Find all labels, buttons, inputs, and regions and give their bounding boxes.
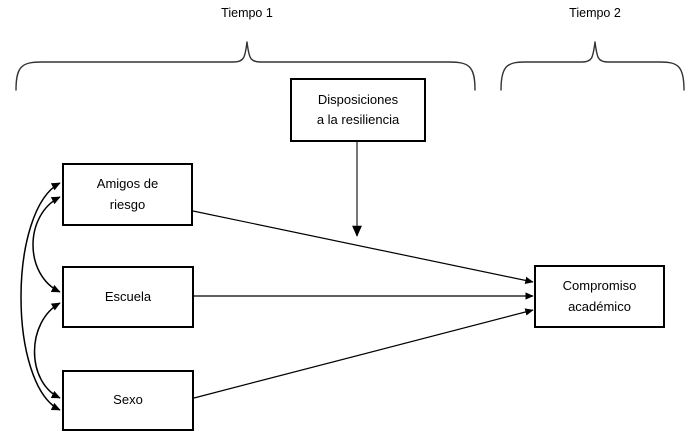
edge-escuela-sexo-covariance <box>33 302 61 399</box>
brace-tiempo-2 <box>500 41 685 91</box>
edge-amigos-sexo-covariance <box>20 182 61 411</box>
brace-tiempo-1 <box>15 41 476 91</box>
node-amigos-de-riesgo[interactable]: Amigos de riesgo <box>62 163 193 226</box>
node-disposiciones[interactable]: Disposiciones a la resiliencia <box>290 78 426 142</box>
node-disposiciones-label: Disposiciones a la resiliencia <box>316 91 400 127</box>
node-compromiso-academico[interactable]: Compromiso académico <box>534 265 665 328</box>
node-compromiso-academico-label: Compromiso académico <box>562 278 637 314</box>
edge-amigos-to-compromiso <box>192 210 534 285</box>
period-label-tiempo-1: Tiempo 1 <box>221 6 273 20</box>
node-sexo[interactable]: Sexo <box>62 370 194 431</box>
node-escuela[interactable]: Escuela <box>62 266 194 328</box>
node-escuela-label: Escuela <box>104 288 152 304</box>
period-label-tiempo-2: Tiempo 2 <box>569 6 621 20</box>
node-amigos-de-riesgo-label: Amigos de riesgo <box>96 176 159 212</box>
edge-amigos-escuela-covariance <box>32 196 61 293</box>
node-sexo-label: Sexo <box>113 392 143 408</box>
edge-sexo-to-compromiso <box>193 308 534 399</box>
